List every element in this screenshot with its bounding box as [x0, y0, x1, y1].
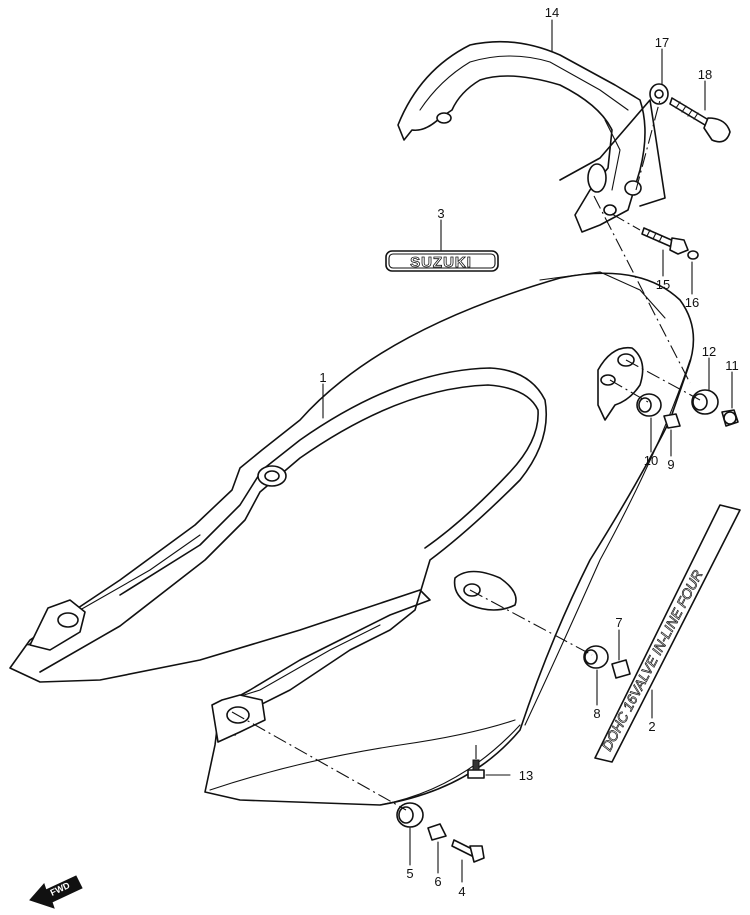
collar-6 [427, 823, 447, 841]
callout-18: 18 [698, 67, 712, 82]
callout-4: 4 [458, 884, 465, 899]
callout-9: 9 [667, 457, 674, 472]
bolt-4 [451, 839, 485, 863]
callout-10: 10 [644, 453, 658, 468]
callout-16: 16 [685, 295, 699, 310]
callout-6: 6 [434, 874, 441, 889]
callout-17: 17 [655, 35, 669, 50]
callout-2: 2 [648, 719, 655, 734]
callout-leaders [322, 19, 733, 883]
callout-1: 1 [319, 370, 326, 385]
callout-11: 11 [725, 358, 739, 373]
callout-13: 13 [519, 768, 533, 783]
grommet-12 [691, 389, 719, 415]
washer-16 [687, 250, 699, 260]
emblem-text: SUZUKI [410, 254, 472, 271]
bolt-15 [641, 227, 689, 255]
collar-7 [611, 659, 631, 679]
callout-15: 15 [656, 277, 670, 292]
collar-11 [721, 409, 739, 427]
fwd-arrow-icon [29, 875, 83, 909]
callout-12: 12 [702, 344, 716, 359]
side-decal: DOHC 16VALVE IN-LINE FOUR [594, 504, 741, 763]
callout-3: 3 [437, 206, 444, 221]
callout-14: 14 [545, 5, 559, 20]
pillion-grab-handle [397, 40, 666, 233]
grommet-8 [583, 645, 609, 669]
collar-9 [663, 413, 681, 429]
callout-7: 7 [615, 615, 622, 630]
bolt-18 [669, 97, 731, 143]
callout-5: 5 [406, 866, 413, 881]
screw-13 [467, 759, 485, 779]
grommet-10 [636, 393, 662, 417]
callout-8: 8 [593, 706, 600, 721]
callout-labels: 1 2 3 4 5 6 7 8 9 10 11 12 13 14 15 16 1… [319, 5, 738, 899]
seat-tail-cover [9, 271, 695, 806]
washer-17 [649, 83, 669, 105]
assembly-lines [231, 99, 701, 811]
suzuki-emblem: SUZUKI [385, 250, 499, 272]
forward-direction-marker: FWD [29, 875, 83, 909]
